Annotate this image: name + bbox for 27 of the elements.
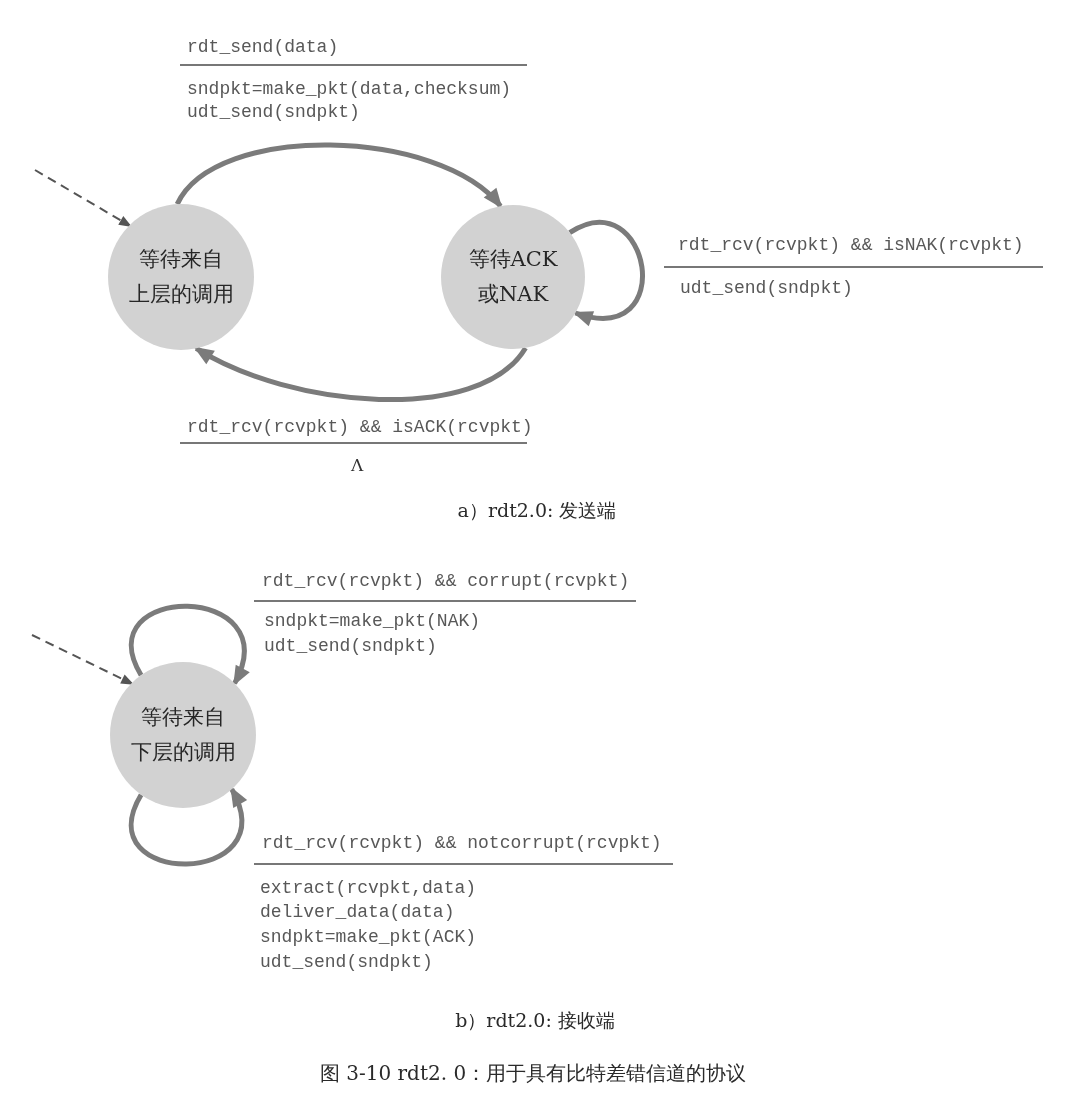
self-loop-arrow: [129, 603, 249, 687]
self-loop-arrow: [568, 220, 645, 325]
self-loop-arrow: [129, 786, 246, 867]
action-text: deliver_data(data): [260, 901, 455, 924]
state-circle: 等待来自上层的调用: [108, 204, 254, 350]
figure-caption: 图 3-10 rdt2. 0：用于具有比特差错信道的协议: [319, 1060, 747, 1086]
action-text: sndpkt=make_pkt(NAK): [264, 610, 481, 633]
action-text: extract(rcvpkt,data): [260, 877, 477, 900]
action-text: sndpkt=make_pkt(ACK): [260, 926, 477, 949]
action-text: udt_send(sndpkt): [260, 951, 433, 974]
action-text: udt_send(sndpkt): [187, 101, 360, 124]
action-text: udt_send(sndpkt): [680, 277, 853, 300]
curved-arrow: [193, 346, 528, 402]
edge-label: rdt_rcv(rcvpkt) && corrupt(rcvpkt): [262, 570, 630, 593]
edge-label: rdt_send(data): [187, 36, 339, 59]
subfigure-caption: b）rdt2.0: 接收端: [455, 1008, 615, 1033]
action-text: udt_send(sndpkt): [264, 635, 437, 658]
edge-label: rdt_rcv(rcvpkt) && notcorrupt(rcvpkt): [262, 832, 662, 855]
edge-label: rdt_rcv(rcvpkt) && isNAK(rcvpkt): [678, 234, 1024, 257]
subfigure-caption: a）rdt2.0: 发送端: [457, 498, 617, 523]
state-circle: 等待来自下层的调用: [110, 662, 256, 808]
edge-label: rdt_rcv(rcvpkt) && isACK(rcvpkt): [187, 416, 533, 439]
action-text: sndpkt=make_pkt(data,checksum): [187, 78, 512, 101]
action-text: Λ: [351, 454, 364, 476]
curved-arrow: [175, 142, 503, 209]
state-circle: 等待ACK或NAK: [441, 205, 585, 349]
dashed-arrow: [34, 169, 132, 227]
